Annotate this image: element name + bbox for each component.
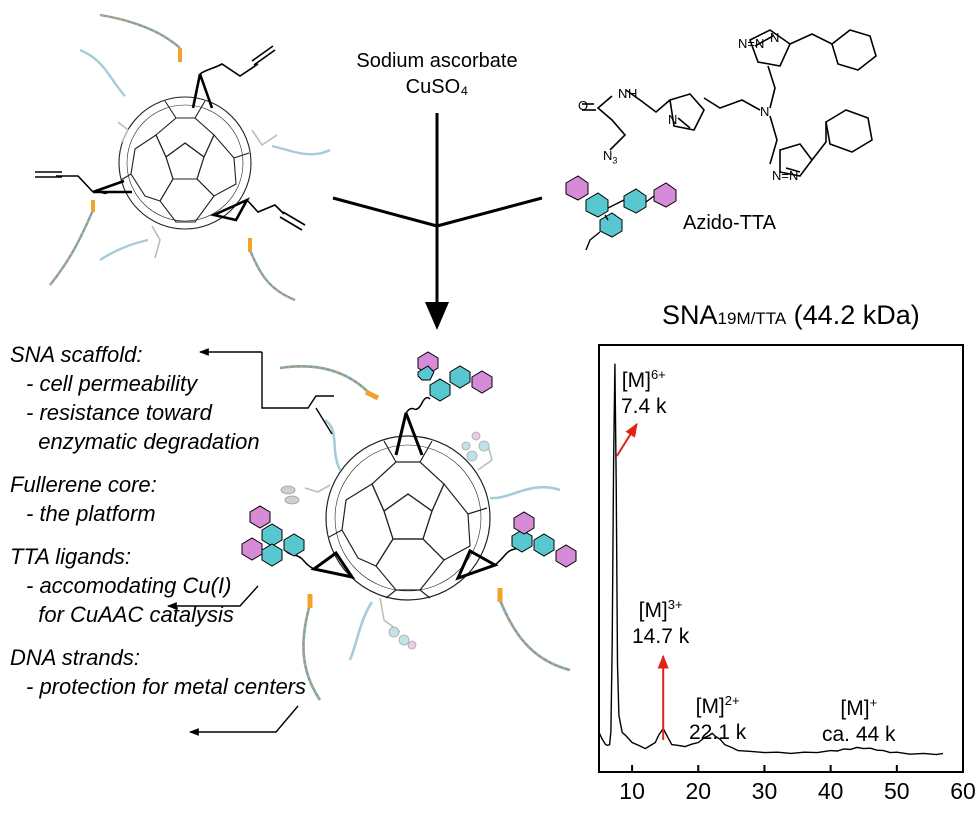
chart-title: SNA19M/TTA (44.2 kDa) xyxy=(662,300,920,331)
annotation-fullerene: Fullerene core: - the platform xyxy=(10,470,306,528)
fullerene-product xyxy=(241,351,577,701)
annotation-tta-item: for CuAAC catalysis xyxy=(26,602,234,627)
x-tick-label: 30 xyxy=(751,778,778,804)
annotation-dna: DNA strands: - protection for metal cent… xyxy=(10,643,306,701)
atom-label-nn1: N=N xyxy=(738,36,765,51)
x-tick-label: 50 xyxy=(884,778,910,804)
annotation-leaders xyxy=(167,348,334,736)
annotation-sna-item: enzymatic degradation xyxy=(26,429,260,454)
chart-title-subscript: 19M/TTA xyxy=(717,309,787,328)
peak-label-3plus: [M]3+ 14.7 k xyxy=(632,597,690,648)
x-tick-label: 60 xyxy=(950,778,976,804)
tta-structure xyxy=(582,29,877,177)
peak-label-6plus: [M]6+ 7.4 k xyxy=(621,367,667,418)
mass-spectrum-chart xyxy=(598,344,964,773)
annotation-tta-heading: TTA ligands: xyxy=(10,544,132,569)
chart-title-main: SNA xyxy=(662,300,718,330)
x-tick-label: 40 xyxy=(817,778,844,804)
arrow-peak-6plus xyxy=(616,422,638,457)
annotation-tta: TTA ligands: - accomodating Cu(I) for Cu… xyxy=(10,542,306,629)
atom-label-n-left: N xyxy=(668,112,678,127)
x-tick-label: 20 xyxy=(685,778,712,804)
annotation-fullerene-item: - the platform xyxy=(26,501,156,526)
atom-label-amine: N xyxy=(760,104,770,119)
reagent-cuso4: CuSO₄ xyxy=(405,76,469,98)
annotation-dna-heading: DNA strands: xyxy=(10,645,141,670)
chart-title-suffix: (44.2 kDa) xyxy=(786,300,920,330)
atom-label-o: O xyxy=(578,98,589,113)
reaction-arrow xyxy=(332,113,543,330)
peak-label-2plus: [M]2+ 22.1 k xyxy=(689,693,747,744)
annotation-sna-item: - cell permeability xyxy=(26,371,198,396)
annotation-list: SNA scaffold: - cell permeability - resi… xyxy=(10,340,306,701)
annotation-fullerene-heading: Fullerene core: xyxy=(10,472,157,497)
reagent-ascorbate: Sodium ascorbate xyxy=(356,50,518,72)
annotation-tta-item: - accomodating Cu(I) xyxy=(26,573,232,598)
atom-label-nn-lower: N=N xyxy=(772,168,799,183)
annotation-sna: SNA scaffold: - cell permeability - resi… xyxy=(10,340,306,456)
atom-label-h: H xyxy=(628,86,638,101)
azido-tta-cartoon xyxy=(565,175,677,251)
annotation-dna-item: - protection for metal centers xyxy=(26,674,307,699)
chart-frame xyxy=(598,344,964,773)
atom-label-nh: N xyxy=(618,86,628,101)
spectrum-trace xyxy=(598,363,944,756)
annotation-sna-item: - resistance toward xyxy=(26,400,212,425)
peak-label-1plus: [M]+ ca. 44 k xyxy=(822,695,896,746)
annotation-sna-heading: SNA scaffold: xyxy=(10,342,143,367)
x-tick-label: 10 xyxy=(619,778,645,804)
ligand-name-label: Azido-TTA xyxy=(683,212,776,234)
reagents-label: Sodium ascorbate CuSO₄ xyxy=(322,48,552,100)
fullerene-reactant xyxy=(35,13,331,302)
atom-label-n3: N3 xyxy=(603,148,618,166)
atom-label-n1: N xyxy=(770,30,780,45)
